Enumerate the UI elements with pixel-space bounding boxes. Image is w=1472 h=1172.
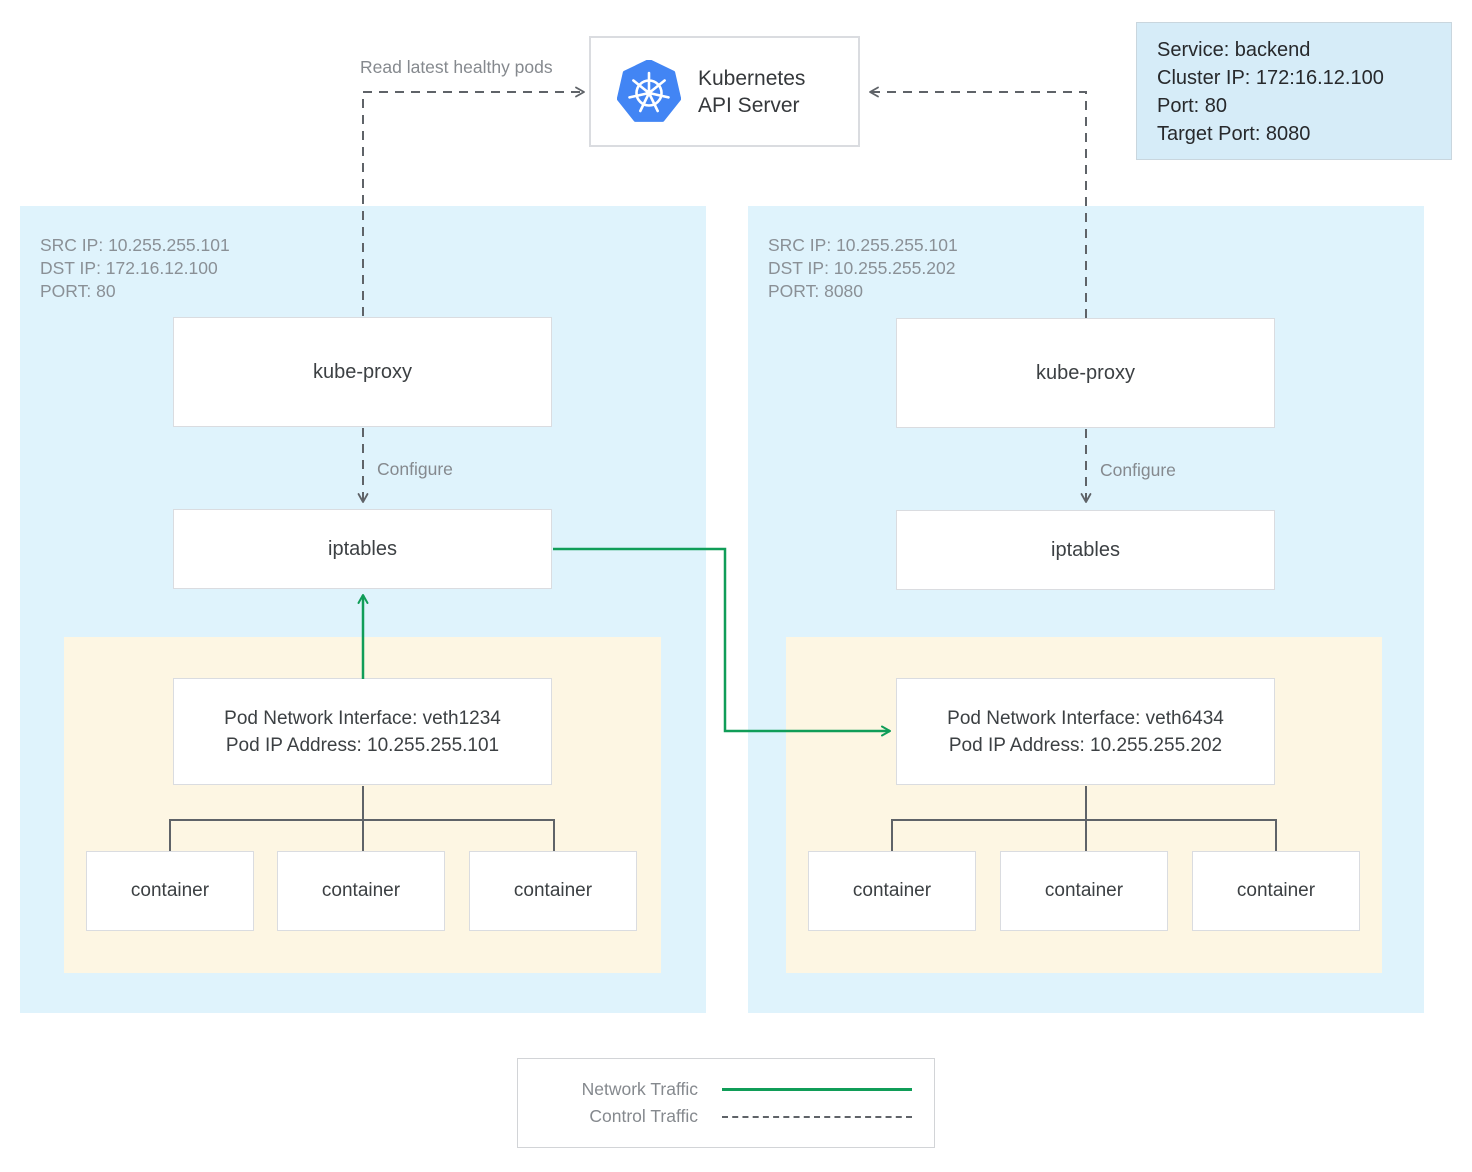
- legend-row-control: Control Traffic: [542, 1106, 912, 1127]
- node-panel-left: SRC IP: 10.255.255.101 DST IP: 172.16.12…: [20, 206, 706, 1013]
- iptables-box-left: iptables: [173, 509, 552, 589]
- port-label: PORT: 80: [40, 281, 116, 301]
- container-label: container: [321, 880, 401, 901]
- iptables-label: iptables: [328, 537, 397, 560]
- service-cluster-ip: Cluster IP: 172:16.12.100: [1157, 67, 1384, 89]
- iptables-box-right: iptables: [896, 510, 1275, 590]
- node-panel-right: SRC IP: 10.255.255.101 DST IP: 10.255.25…: [748, 206, 1424, 1013]
- pod-box-right: Pod Network Interface: veth6434 Pod IP A…: [786, 637, 1382, 973]
- pod-interface-line1: Pod Network Interface: veth1234: [224, 707, 501, 729]
- legend-box: Network Traffic Control Traffic: [517, 1058, 935, 1148]
- service-name: Service: backend: [1157, 39, 1311, 61]
- service-info-card: Service: backend Cluster IP: 172:16.12.1…: [1136, 22, 1452, 160]
- container-box: container: [469, 851, 637, 931]
- container-label: container: [1236, 880, 1316, 901]
- kubernetes-logo-icon: [617, 59, 681, 122]
- pod-interface-line2: Pod IP Address: 10.255.255.101: [225, 734, 500, 756]
- configure-label-right: Configure: [1100, 460, 1176, 480]
- pod-interface-line1: Pod Network Interface: veth6434: [947, 707, 1224, 729]
- iptables-label: iptables: [1051, 538, 1120, 561]
- legend-control-label: Control Traffic: [589, 1106, 698, 1126]
- pod-interface-line2: Pod IP Address: 10.255.255.202: [948, 734, 1223, 756]
- read-latest-healthy-pods-label: Read latest healthy pods: [360, 57, 553, 77]
- legend-row-network: Network Traffic: [542, 1079, 912, 1100]
- port-label: PORT: 8080: [768, 281, 864, 301]
- src-ip-label: SRC IP: 10.255.255.101: [40, 235, 230, 255]
- src-ip-label: SRC IP: 10.255.255.101: [768, 235, 958, 255]
- container-box: container: [808, 851, 976, 931]
- kube-proxy-label: kube-proxy: [1036, 361, 1135, 384]
- kube-proxy-label: kube-proxy: [313, 360, 412, 383]
- network-traffic-line-sample: [722, 1088, 912, 1091]
- service-port: Port: 80: [1157, 95, 1228, 117]
- traffic-meta-right: SRC IP: 10.255.255.101 DST IP: 10.255.25…: [768, 234, 958, 303]
- container-box: container: [1192, 851, 1360, 931]
- container-box: container: [1000, 851, 1168, 931]
- kube-proxy-box-left: kube-proxy: [173, 317, 552, 427]
- pod-box-left: Pod Network Interface: veth1234 Pod IP A…: [64, 637, 661, 973]
- traffic-meta-left: SRC IP: 10.255.255.101 DST IP: 172.16.12…: [40, 234, 230, 303]
- pod-network-interface-right: Pod Network Interface: veth6434 Pod IP A…: [896, 678, 1275, 785]
- pod-network-interface-left: Pod Network Interface: veth1234 Pod IP A…: [173, 678, 552, 785]
- container-box: container: [86, 851, 254, 931]
- container-label: container: [130, 880, 210, 901]
- container-box: container: [277, 851, 445, 931]
- container-label: container: [1044, 880, 1124, 901]
- service-target-port: Target Port: 8080: [1157, 123, 1311, 145]
- dst-ip-label: DST IP: 172.16.12.100: [40, 258, 218, 278]
- control-traffic-line-sample: [722, 1115, 912, 1118]
- api-server-title-line2: API Server: [698, 93, 800, 117]
- configure-label-left: Configure: [377, 459, 453, 479]
- api-server-title-line1: Kubernetes: [698, 66, 806, 90]
- kube-proxy-box-right: kube-proxy: [896, 318, 1275, 428]
- kubernetes-api-server-box: Kubernetes API Server: [589, 36, 860, 147]
- container-label: container: [513, 880, 593, 901]
- container-label: container: [852, 880, 932, 901]
- api-server-title: Kubernetes API Server: [698, 65, 805, 119]
- legend-network-label: Network Traffic: [581, 1079, 698, 1099]
- dst-ip-label: DST IP: 10.255.255.202: [768, 258, 956, 278]
